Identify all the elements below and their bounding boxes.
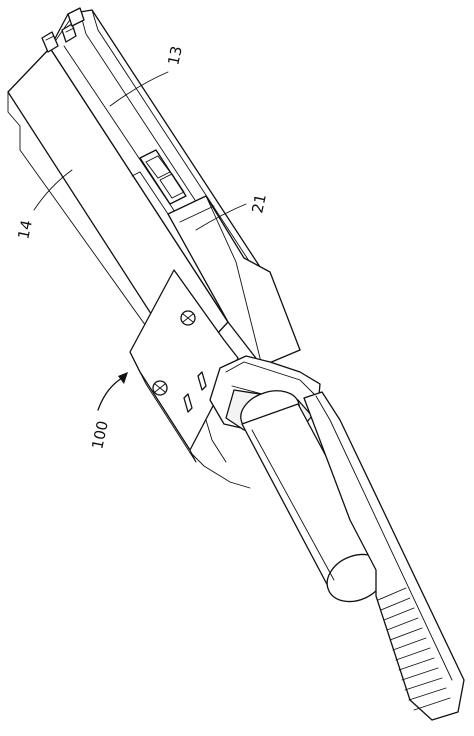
pull-tab-ribs (377, 587, 451, 711)
pull-tab (303, 391, 465, 721)
leader-100 (97, 377, 123, 411)
label-13: 13 (164, 44, 186, 66)
label-100: 100 (88, 419, 112, 451)
plate-slots (183, 371, 207, 413)
cable (241, 403, 386, 603)
leader-14 (33, 169, 73, 211)
leader-lines (33, 71, 247, 411)
label-14: 14 (14, 218, 36, 240)
rear-latch-tabs (41, 7, 85, 53)
leader-13 (109, 71, 169, 107)
arrowhead-100 (118, 372, 128, 384)
screw-top (180, 310, 196, 326)
label-21: 21 (248, 192, 270, 214)
latch-window (131, 149, 187, 215)
leader-21 (195, 203, 247, 231)
screw-bottom (152, 380, 168, 396)
front-plate (129, 269, 239, 463)
